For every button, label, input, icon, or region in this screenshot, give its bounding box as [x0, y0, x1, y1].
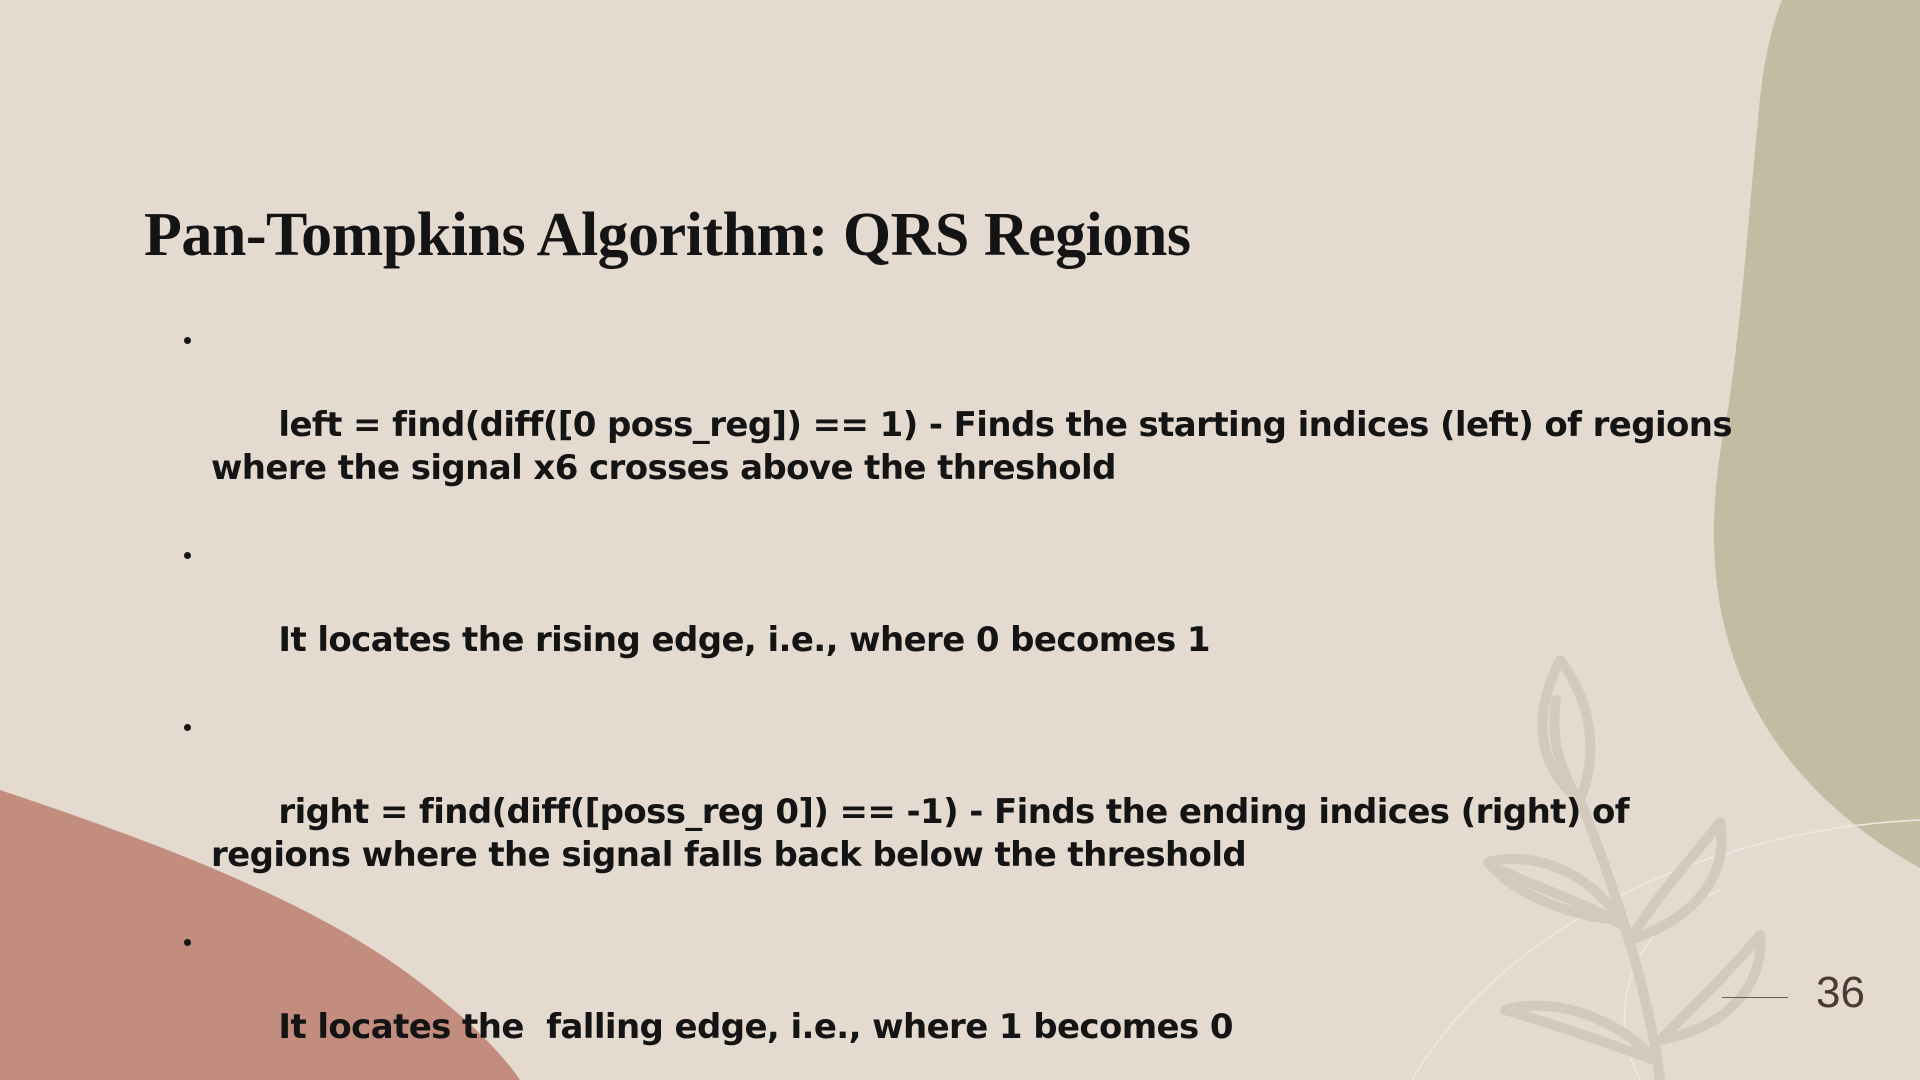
- bullet-text: It locates the rising edge, i.e., where …: [278, 620, 1210, 660]
- terracotta-shape: [0, 790, 520, 1080]
- bullet-item: It locates the falling edge, i.e., where…: [180, 920, 1740, 1080]
- page-number-divider: [1722, 997, 1788, 998]
- bullet-item: It locates the rising edge, i.e., where …: [180, 533, 1740, 705]
- bullet-item: left = find(diff([0 poss_reg]) == 1) - F…: [180, 318, 1740, 533]
- leaf-branch-icon: [1483, 655, 1766, 1080]
- bullet-dot-icon: [184, 939, 191, 946]
- bullet-dot-icon: [184, 337, 191, 344]
- bullet-dot-icon: [184, 552, 191, 559]
- bullet-text: left = find(diff([0 poss_reg]) == 1) - F…: [211, 405, 1744, 488]
- page-number: 36: [1816, 968, 1865, 1017]
- olive-shape: [1713, 0, 1920, 868]
- bullet-dot-icon: [184, 724, 191, 731]
- bullet-text: right = find(diff([poss_reg 0]) == -1) -…: [211, 792, 1641, 875]
- bullet-item: right = find(diff([poss_reg 0]) == -1) -…: [180, 705, 1740, 920]
- slide-title: Pan-Tompkins Algorithm: QRS Regions: [144, 201, 1191, 269]
- bullet-text: It locates the falling edge, i.e., where…: [278, 1007, 1233, 1047]
- bullet-list: left = find(diff([0 poss_reg]) == 1) - F…: [180, 318, 1740, 1080]
